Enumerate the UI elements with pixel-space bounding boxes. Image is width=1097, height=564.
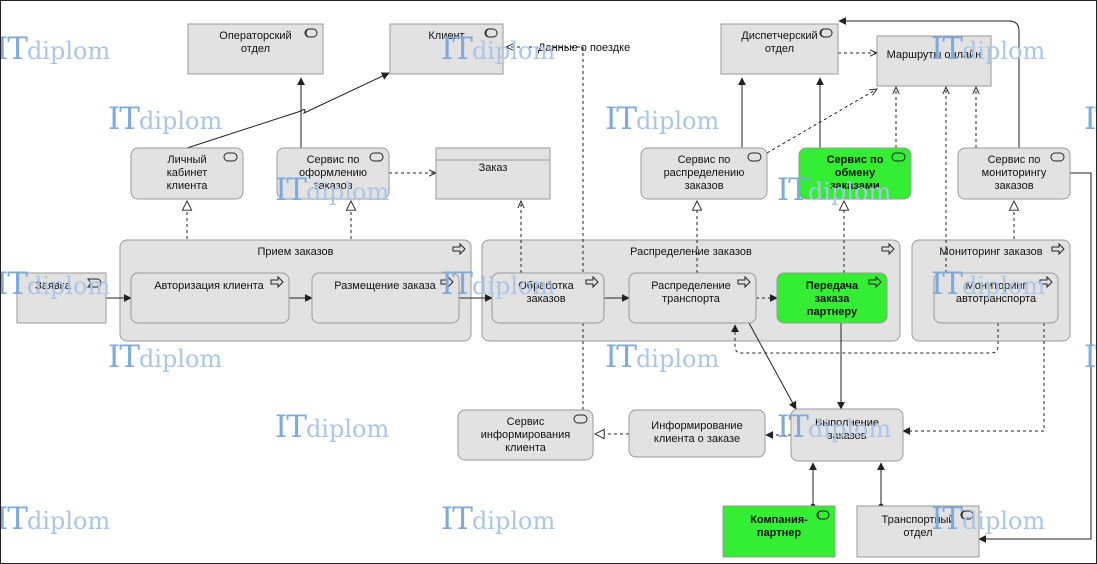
edge-monitoring-to-vypolnenie (902, 323, 1045, 435)
kompaniya-partner-label: Компания-партнер (750, 514, 808, 539)
avtorizaciya-label: Авторизация клиента (154, 280, 264, 292)
edge-raspredelenie-to-marshruty (766, 89, 877, 154)
marshruty-online-box: Маршруты онлайн (876, 35, 992, 87)
zayavka-box: Заявка (16, 272, 107, 324)
edge-raspredelenie-to-vypolnenie (748, 322, 797, 410)
edge-monitoring-to-transport (978, 172, 1092, 543)
klient-box: Клиент (389, 23, 504, 75)
edge-monitoring-to-dispetcher (838, 17, 1020, 148)
monitoring-zakazov-label: Мониторинг заказов (939, 246, 1042, 258)
kompaniya-partner-box: Компания-партнер (722, 505, 836, 558)
dannye-o-poezdke-label: Данные о поездке (538, 42, 630, 54)
razmeshenie-label: Размещение заказа (334, 280, 436, 292)
avtorizaciya-box: Авторизация клиента (130, 272, 290, 324)
klient-label: Клиент (428, 30, 464, 42)
zayavka-label: Заявка (35, 280, 72, 292)
zakaz-box: Заказ (435, 147, 551, 200)
edge-informirovanie-to-klient (506, 47, 584, 410)
marshruty-online-label: Маршруты онлайн (887, 49, 982, 61)
raspredelenie-zakazov-label: Распределение заказов (630, 246, 752, 258)
edge-lichny-kabinet-to-klient (186, 72, 390, 149)
edge-monitoring-to-raspredelenie (731, 323, 999, 354)
priem-zakazov-label: Прием заказов (258, 246, 334, 258)
zakaz-label: Заказ (479, 162, 508, 174)
razmeshenie-box: Размещение заказа (311, 272, 460, 324)
